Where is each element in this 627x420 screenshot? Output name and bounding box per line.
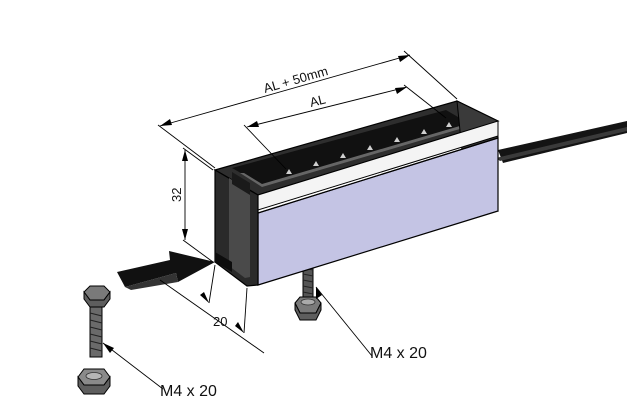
width-label: 20 <box>213 314 227 329</box>
dimension-width <box>159 264 265 354</box>
nut-right <box>294 296 322 321</box>
cable <box>496 121 627 163</box>
dimension-height <box>182 147 214 263</box>
height-label: 32 <box>169 188 184 202</box>
insertion-arrow <box>117 251 215 290</box>
callout-screw-right: M4 x 20 <box>370 345 427 362</box>
nut-left <box>77 368 111 395</box>
dimension-active-length <box>243 84 447 170</box>
callout-screw-left: M4 x 20 <box>160 383 217 400</box>
overall-length-label: AL + 50mm <box>262 63 330 96</box>
sensor-housing <box>213 100 500 287</box>
dimension-overall-length <box>157 50 458 169</box>
screw-left <box>83 285 111 358</box>
leader-screw-right <box>315 286 373 357</box>
leader-screw-left <box>102 342 164 390</box>
pin-row <box>286 122 452 174</box>
active-length-label: AL <box>308 92 327 110</box>
